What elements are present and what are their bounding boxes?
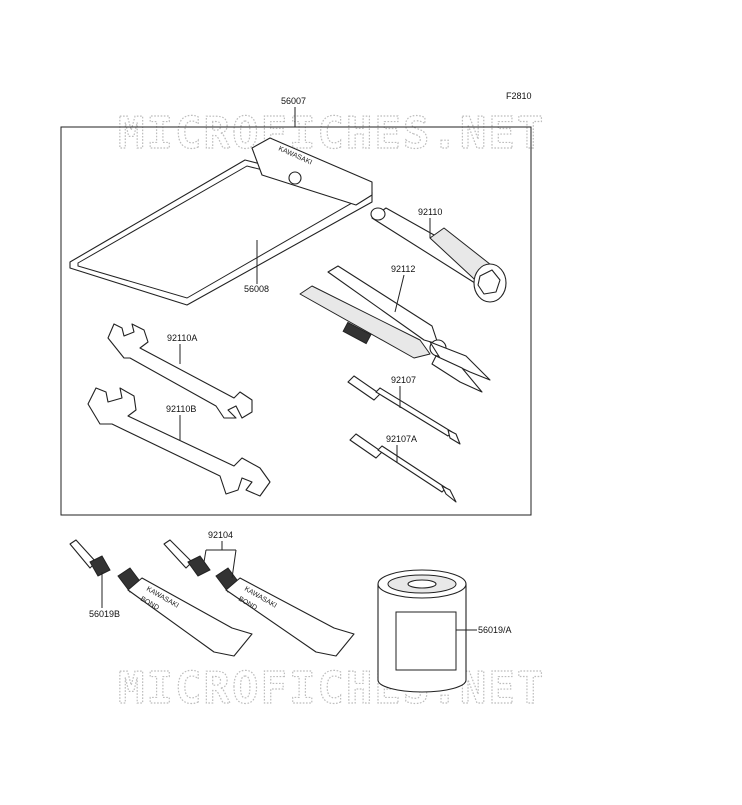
wrench-a-body [107,323,253,419]
plug-wrench-end [370,207,386,221]
pliers-grip-mark [342,321,372,345]
screwdriver-a-tip [441,485,457,503]
plug-wrench-icon [370,207,507,303]
callout-56008: 56008 [244,284,269,294]
screwdriver-icon [347,375,461,445]
screwdriver-tip [447,429,461,445]
screwdriver-handle [347,375,381,401]
pliers-handle-left [299,285,431,359]
callout-56019a: 56019/A [478,625,512,635]
wrench-b-icon [87,387,271,497]
screwdriver-a-icon [349,433,457,503]
watermark-bottom: MICROFICHES.NET [118,663,545,714]
nozzle-cap-pair [187,555,211,577]
callout-92112: 92112 [391,264,415,274]
plug-wrench-hex [477,269,501,295]
pouch-inner-line [77,165,366,299]
nozzle-cap-single [89,555,111,577]
screwdriver-shaft [375,387,453,437]
tool-pouch: KAWASAKI [69,137,373,306]
pouch-flap [251,137,373,206]
oil-filter-icon [377,569,467,693]
pouch-body [69,159,373,306]
toolkit-frame [60,126,532,516]
figure-code: F2810 [506,91,532,101]
oil-filter-hole [407,579,437,589]
tube-body-single [127,577,253,657]
pliers-jaw-lower [431,355,483,393]
wrench-a-icon [107,323,253,419]
callout-56019b: 56019B [89,609,120,619]
callout-92110b: 92110B [166,404,196,414]
leader-92112 [394,274,405,313]
callout-56007: 56007 [281,96,306,106]
oil-filter-label-area [395,611,457,671]
screwdriver-a-shaft [377,445,447,493]
watermark-top: MICROFICHES.NET [118,108,545,159]
pliers-handle-right [327,265,439,345]
callout-92110: 92110 [418,207,442,217]
bond-tube-pair-icon: KAWASAKI BOND [163,539,355,657]
screwdriver-a-handle [349,433,383,459]
tube-body-pair [225,577,355,657]
callout-92107a: 92107A [386,434,417,444]
bond-tube-single-icon: KAWASAKI BOND [69,539,253,657]
leader-92104-a [203,549,207,563]
wrench-b-body [87,387,271,497]
oil-filter-body [377,584,467,693]
pliers-jaw-upper [429,341,491,381]
nozzle-pair [163,539,193,569]
callout-92107: 92107 [391,375,416,385]
pliers-icon [299,265,491,393]
leader-92104-b [231,549,237,579]
callout-92104: 92104 [208,530,233,540]
pouch-snap-icon [288,171,302,185]
callout-92110a: 92110A [167,333,197,343]
